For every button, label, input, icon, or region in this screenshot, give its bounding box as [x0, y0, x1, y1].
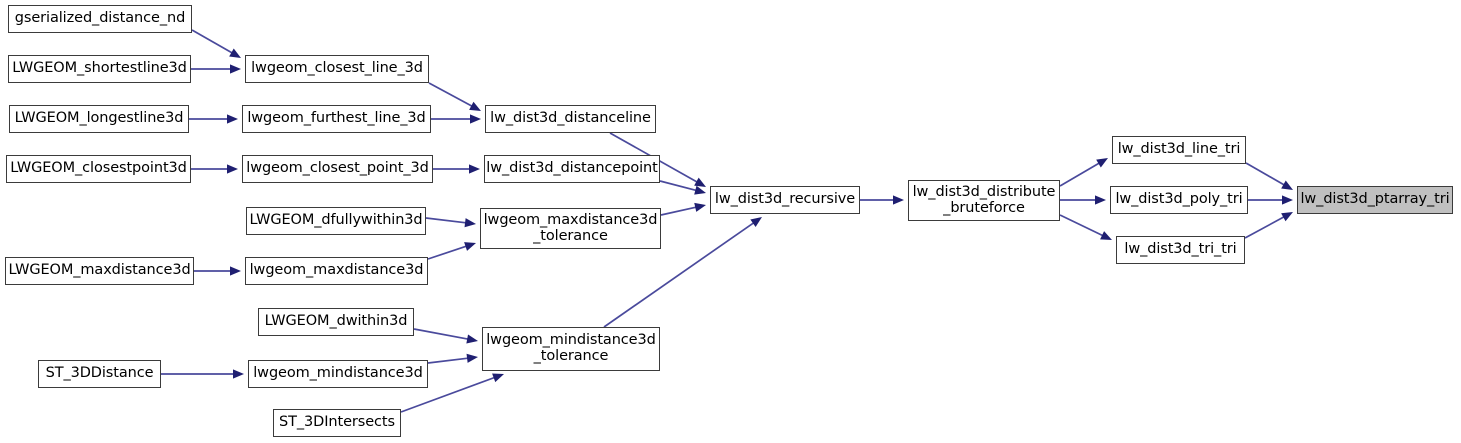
graph-edge — [161, 369, 244, 379]
graph-edge — [191, 164, 238, 174]
edge-arrowhead — [1096, 158, 1108, 168]
graph-edge — [428, 82, 481, 111]
graph-node-lwgeom_maxdistance3d[interactable]: lwgeom_maxdistance3d — [245, 257, 428, 285]
edge-arrowhead — [233, 369, 244, 379]
graph-node-lwgeom_mindistance3d_tolerance[interactable]: lwgeom_mindistance3d _tolerance — [482, 327, 660, 371]
graph-node-lwgeom_furthest_line_3d[interactable]: lwgeom_furthest_line_3d — [242, 105, 431, 133]
graph-edge — [189, 114, 238, 124]
graph-node-ST_3DDistance[interactable]: ST_3DDistance — [38, 360, 161, 388]
edge-arrowhead — [1095, 195, 1106, 205]
edge-arrowhead — [1281, 180, 1293, 190]
edge-arrowhead — [230, 64, 241, 74]
graph-node-label: lwgeom_maxdistance3d — [249, 262, 424, 279]
edge-arrowhead — [694, 185, 706, 195]
graph-node-label: lwgeom_furthest_line_3d — [247, 110, 426, 127]
graph-node-label: lw_dist3d_line_tri — [1117, 141, 1241, 158]
graph-node-label: lwgeom_mindistance3d _tolerance — [486, 332, 656, 364]
graph-edge — [1059, 158, 1108, 187]
graph-node-LWGEOM_longestline3d[interactable]: LWGEOM_longestline3d — [9, 105, 189, 133]
graph-edge — [1245, 162, 1293, 190]
edge-arrowhead — [470, 114, 481, 124]
graph-node-label: lw_dist3d_distanceline — [490, 110, 651, 127]
graph-node-label: LWGEOM_dwithin3d — [264, 313, 408, 330]
graph-node-lwgeom_closest_line_3d[interactable]: lwgeom_closest_line_3d — [245, 55, 429, 83]
graph-edge — [659, 180, 706, 195]
graph-node-label: gserialized_distance_nd — [14, 10, 186, 27]
graph-edge — [413, 328, 478, 344]
edge-arrowhead — [893, 195, 904, 205]
graph-node-label: lwgeom_closest_line_3d — [251, 60, 423, 77]
graph-node-LWGEOM_shortestline3d[interactable]: LWGEOM_shortestline3d — [8, 55, 191, 83]
graph-node-lw_dist3d_tri_tri[interactable]: lw_dist3d_tri_tri — [1116, 236, 1245, 264]
edge-arrowhead — [1282, 195, 1293, 205]
graph-node-lw_dist3d_ptarray_tri[interactable]: lw_dist3d_ptarray_tri — [1297, 186, 1453, 214]
graph-edge — [431, 114, 481, 124]
graph-node-label: lwgeom_closest_point_3d — [246, 160, 429, 177]
graph-node-label: lw_dist3d_poly_tri — [1115, 191, 1243, 208]
graph-edge — [1060, 195, 1106, 205]
edge-arrowhead — [466, 334, 478, 344]
edge-arrowhead — [466, 353, 478, 363]
graph-edge — [427, 242, 476, 260]
graph-node-lw_dist3d_recursive[interactable]: lw_dist3d_recursive — [710, 186, 860, 214]
edge-arrowhead — [1281, 212, 1293, 222]
graph-edge — [1059, 214, 1112, 240]
edge-arrowhead — [230, 266, 241, 276]
edge-arrowhead — [227, 164, 238, 174]
graph-edge — [425, 217, 476, 228]
graph-edge — [191, 64, 241, 74]
graph-edge — [433, 164, 480, 174]
graph-edge — [860, 195, 904, 205]
graph-edge — [1244, 212, 1293, 239]
graph-node-label: ST_3DIntersects — [279, 414, 395, 431]
graph-node-lwgeom_maxdistance3d_tolerance[interactable]: lwgeom_maxdistance3d _tolerance — [480, 208, 661, 249]
edge-arrowhead — [464, 218, 476, 228]
graph-node-label: ST_3DDistance — [45, 365, 154, 382]
edge-arrowhead — [492, 373, 504, 383]
graph-node-label: LWGEOM_maxdistance3d — [8, 262, 191, 279]
edge-arrowhead — [227, 114, 238, 124]
graph-node-lw_dist3d_line_tri[interactable]: lw_dist3d_line_tri — [1112, 136, 1246, 164]
edge-arrowhead — [694, 202, 706, 212]
graph-node-LWGEOM_dwithin3d[interactable]: LWGEOM_dwithin3d — [258, 308, 414, 336]
graph-node-lwgeom_closest_point_3d[interactable]: lwgeom_closest_point_3d — [242, 155, 433, 183]
edge-arrowhead — [469, 101, 481, 111]
edge-arrowhead — [750, 217, 762, 228]
graph-node-LWGEOM_maxdistance3d[interactable]: LWGEOM_maxdistance3d — [5, 257, 194, 285]
edge-arrowhead — [1100, 231, 1112, 240]
graph-node-label: lw_dist3d_distribute _bruteforce — [912, 183, 1056, 216]
graph-node-lw_dist3d_distancepoint[interactable]: lw_dist3d_distancepoint — [484, 155, 660, 183]
graph-node-label: lw_dist3d_recursive — [714, 191, 856, 208]
graph-node-label: LWGEOM_dfullywithin3d — [249, 212, 423, 229]
graph-node-lwgeom_mindistance3d[interactable]: lwgeom_mindistance3d — [248, 360, 428, 388]
edge-arrowhead — [469, 164, 480, 174]
graph-node-lw_dist3d_distanceline[interactable]: lw_dist3d_distanceline — [485, 105, 656, 133]
edge-arrowhead — [229, 48, 241, 58]
graph-edge — [194, 266, 241, 276]
graph-edge — [191, 29, 241, 58]
graph-node-gserialized_distance_nd[interactable]: gserialized_distance_nd — [8, 5, 192, 33]
graph-node-label: lw_dist3d_ptarray_tri — [1300, 191, 1450, 208]
graph-node-LWGEOM_dfullywithin3d[interactable]: LWGEOM_dfullywithin3d — [246, 207, 426, 235]
graph-node-label: LWGEOM_shortestline3d — [12, 60, 187, 77]
graph-node-label: lw_dist3d_tri_tri — [1124, 241, 1237, 258]
graph-edge — [660, 202, 706, 216]
graph-edge — [1248, 195, 1293, 205]
graph-edge — [427, 353, 478, 364]
graph-node-label: lwgeom_mindistance3d — [253, 365, 423, 382]
edge-arrowhead — [694, 177, 706, 187]
graph-node-ST_3DIntersects[interactable]: ST_3DIntersects — [273, 409, 401, 437]
graph-node-label: lw_dist3d_distancepoint — [486, 160, 658, 177]
graph-node-lw_dist3d_poly_tri[interactable]: lw_dist3d_poly_tri — [1110, 186, 1248, 214]
graph-node-label: LWGEOM_closestpoint3d — [10, 160, 187, 177]
edge-arrowhead — [464, 242, 476, 251]
graph-node-label: lwgeom_maxdistance3d _tolerance — [483, 211, 658, 244]
graph-node-LWGEOM_closestpoint3d[interactable]: LWGEOM_closestpoint3d — [6, 155, 191, 183]
graph-node-lw_dist3d_distribute_bruteforce[interactable]: lw_dist3d_distribute _bruteforce — [908, 180, 1060, 221]
graph-node-label: LWGEOM_longestline3d — [14, 110, 184, 127]
